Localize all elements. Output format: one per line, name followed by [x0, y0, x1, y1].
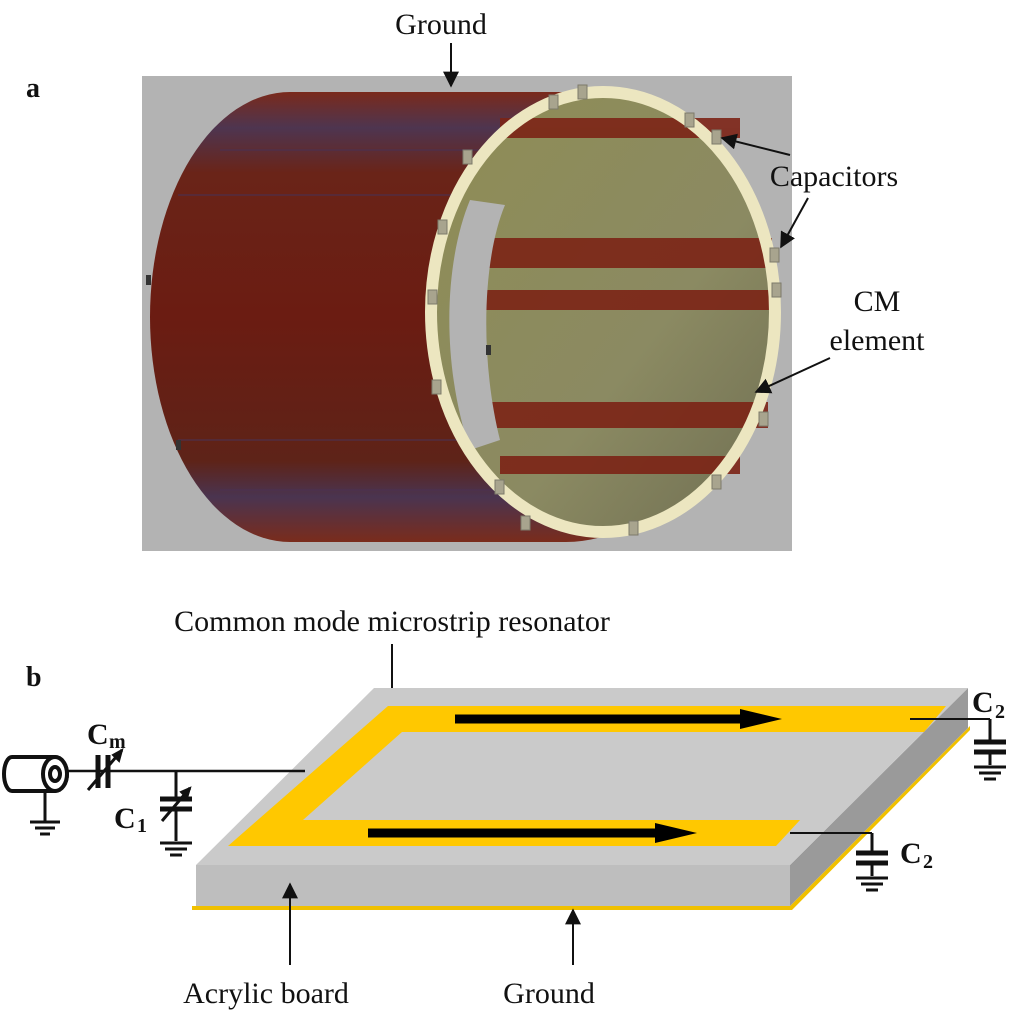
interior-copper-strips	[478, 118, 774, 474]
termination-capacitor-c2-bottom	[856, 833, 888, 892]
label-c2-bottom-base: C	[900, 837, 922, 870]
label-resonator-title: Common mode microstrip resonator	[174, 605, 610, 638]
interior-through-view	[449, 200, 505, 450]
coax-ground	[30, 791, 60, 836]
panel-b-letter: b	[26, 662, 42, 693]
body-capacitor-marks	[146, 275, 491, 450]
board-side-face	[790, 688, 968, 906]
current-arrow-bottom-head	[655, 823, 697, 843]
matching-capacitor-cm	[86, 747, 124, 791]
arrow-cm-element	[754, 357, 831, 394]
label-c1-base: C	[114, 802, 136, 835]
label-cm-base: C	[87, 718, 109, 751]
label-capacitors: Capacitors	[770, 160, 898, 193]
capacitor-ring	[425, 86, 781, 538]
panel-a: a	[26, 8, 925, 551]
label-c1-sub: 1	[137, 815, 147, 837]
label-ground-a: Ground	[395, 8, 487, 41]
coax-connector	[2, 755, 69, 793]
tuning-capacitor-c1	[160, 771, 192, 857]
label-cm-sub: m	[109, 731, 126, 753]
ring-capacitors	[427, 84, 782, 536]
arrow-capacitors-2	[780, 197, 809, 249]
board-front-face	[196, 865, 790, 906]
label-cm-element-line2: element	[830, 324, 926, 357]
panel-a-letter: a	[26, 73, 40, 104]
label-acrylic-board: Acrylic board	[183, 977, 349, 1010]
label-cm-element-line1: CM	[854, 285, 901, 318]
label-c2-top-sub: 2	[995, 701, 1005, 723]
label-ground-b: Ground	[503, 977, 595, 1010]
termination-capacitor-c2-top	[974, 719, 1006, 781]
microstrip-resonator	[228, 706, 946, 846]
label-c2-top-base: C	[972, 686, 994, 719]
arrow-capacitors-1	[720, 133, 791, 156]
panel-b: b Common mode microstrip resonator	[2, 605, 1006, 1010]
label-c2-bottom-sub: 2	[923, 851, 933, 873]
current-arrow-top-head	[740, 709, 782, 729]
